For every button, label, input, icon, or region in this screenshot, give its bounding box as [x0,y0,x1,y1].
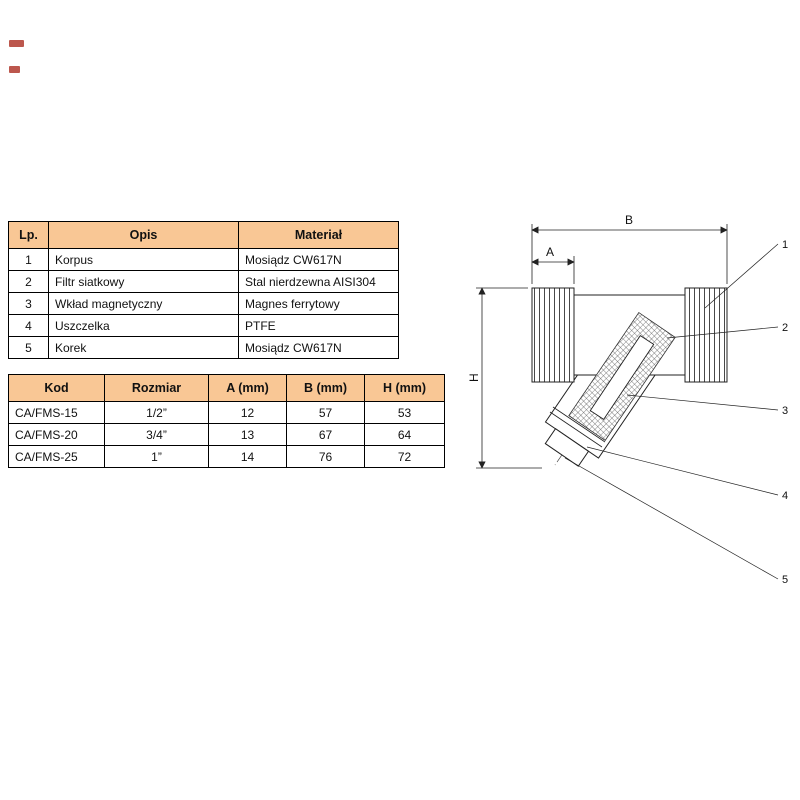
cell-a: 14 [208,445,287,468]
col-header-h: H (mm) [364,374,445,402]
callout-4: 4 [782,490,788,502]
dimensions-table: Kod Rozmiar A (mm) B (mm) H (mm) CA/FMS-… [8,374,445,468]
cell-opis: Korek [48,336,239,359]
table-row: CA/FMS-20 3/4” 13 67 64 [8,423,445,446]
red-artifact-1 [9,40,24,47]
cell-a: 12 [208,401,287,424]
cell-rozmiar: 3/4” [104,423,209,446]
col-header-b: B (mm) [286,374,365,402]
right-thread [684,287,728,383]
table-row: CA/FMS-25 1” 14 76 72 [8,445,445,468]
parts-table: Lp. Opis Materiał 1 Korpus Mosiądz CW617… [8,221,399,359]
cell-lp: 2 [8,270,49,293]
table-row: 2 Filtr siatkowy Stal nierdzewna AISI304 [8,270,399,293]
cell-rozmiar: 1” [104,445,209,468]
technical-drawing: B A H 1 2 3 4 5 [462,200,797,600]
cell-material: Stal nierdzewna AISI304 [238,270,399,293]
cell-lp: 1 [8,248,49,271]
leader-4 [586,446,779,496]
cell-b: 57 [286,401,365,424]
cell-material: Mosiądz CW617N [238,248,399,271]
dimensions-table-header-row: Kod Rozmiar A (mm) B (mm) H (mm) [8,374,445,402]
col-header-kod: Kod [8,374,105,402]
col-header-lp: Lp. [8,221,49,249]
cell-material: Magnes ferrytowy [238,292,399,315]
leader-3 [626,394,779,411]
col-header-material: Materiał [238,221,399,249]
cell-opis: Filtr siatkowy [48,270,239,293]
cell-h: 72 [364,445,445,468]
cell-kod: CA/FMS-25 [8,445,105,468]
col-header-rozmiar: Rozmiar [104,374,209,402]
col-header-a: A (mm) [208,374,287,402]
cell-opis: Wkład magnetyczny [48,292,239,315]
table-row: 1 Korpus Mosiądz CW617N [8,248,399,271]
cell-b: 67 [286,423,365,446]
parts-table-header-row: Lp. Opis Materiał [8,221,399,249]
cell-a: 13 [208,423,287,446]
cell-kod: CA/FMS-15 [8,401,105,424]
cell-kod: CA/FMS-20 [8,423,105,446]
cell-lp: 4 [8,314,49,337]
dim-label-h: H [467,373,481,382]
table-row: 4 Uszczelka PTFE [8,314,399,337]
gasket-line-2 [552,406,606,443]
cell-rozmiar: 1/2” [104,401,209,424]
magnetic-insert [589,334,655,421]
cell-material: Mosiądz CW617N [238,336,399,359]
drain-plug [544,428,590,467]
leader-1 [704,243,779,309]
y-strainer-drawing: B A H 1 2 3 4 5 [467,213,788,586]
dim-label-b: B [625,213,633,227]
cell-opis: Korpus [48,248,239,271]
cell-b: 76 [286,445,365,468]
cell-opis: Uszczelka [48,314,239,337]
cell-h: 64 [364,423,445,446]
col-header-opis: Opis [48,221,239,249]
callout-1: 1 [782,239,788,251]
red-artifact-2 [9,66,20,73]
cell-lp: 3 [8,292,49,315]
cell-h: 53 [364,401,445,424]
callout-5: 5 [782,574,788,586]
leader-5 [564,457,779,580]
table-row: CA/FMS-15 1/2” 12 57 53 [8,401,445,424]
gasket-line [549,411,603,448]
table-row: 3 Wkład magnetyczny Magnes ferrytowy [8,292,399,315]
left-thread [531,287,575,383]
cell-lp: 5 [8,336,49,359]
dim-label-a: A [546,245,554,259]
cell-material: PTFE [238,314,399,337]
callout-2: 2 [782,322,788,334]
table-row: 5 Korek Mosiądz CW617N [8,336,399,359]
leader-2 [666,326,779,339]
callout-3: 3 [782,405,788,417]
